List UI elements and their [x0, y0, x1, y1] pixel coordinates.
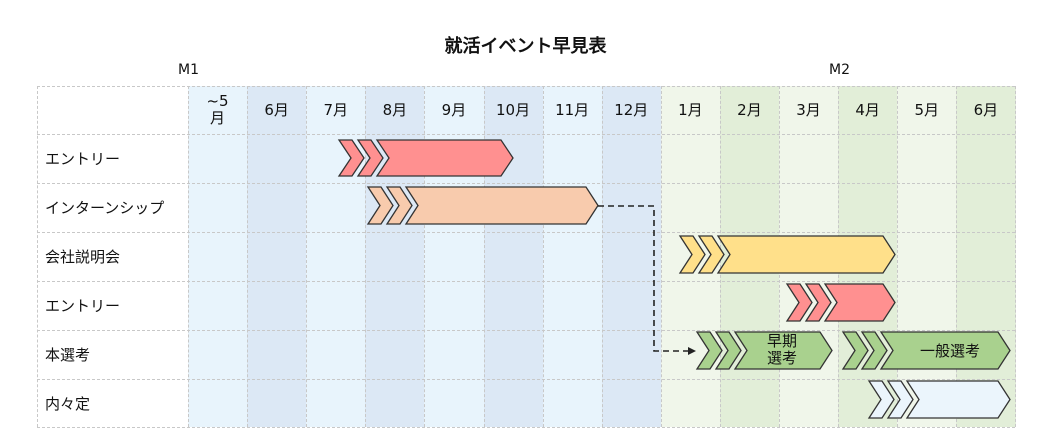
row-divider [37, 232, 1015, 233]
row-divider [37, 427, 1015, 428]
internship-arrow-chevron [366, 186, 394, 225]
chart-title: 就活イベント早見表 [444, 36, 607, 57]
month-header: 6月 [264, 100, 289, 119]
month-header: 8月 [382, 100, 408, 119]
early-selection-arrow-chevron [695, 331, 723, 370]
offer-arrow [905, 380, 1011, 419]
row-label: エントリー [45, 150, 121, 168]
phase-m1: M1 [178, 62, 199, 78]
month-column [601, 86, 662, 427]
entry2-arrow-chevron [804, 283, 832, 322]
row-label: エントリー [45, 297, 121, 315]
month-column [247, 86, 308, 427]
briefing-arrow-chevron [697, 235, 725, 274]
month-header: 9月 [441, 100, 467, 119]
early-selection-arrow-chevron [714, 331, 742, 370]
entry2-arrow [823, 283, 896, 322]
connector-arrowhead [688, 347, 696, 355]
month-column [188, 86, 249, 427]
row-divider [37, 379, 1015, 380]
entry-arrow-chevron [337, 139, 365, 177]
month-header: 2月 [737, 100, 762, 119]
phase-m2: M2 [829, 62, 850, 78]
month-column [306, 86, 367, 427]
row-label: 本選考 [45, 346, 91, 364]
month-column [542, 86, 603, 427]
month-header: 10月 [496, 100, 531, 119]
month-header: 4月 [855, 100, 880, 119]
internship-arrow [404, 186, 599, 225]
month-header: 6月 [973, 100, 999, 119]
briefing-arrow-chevron [678, 235, 706, 274]
row-divider [37, 183, 1015, 184]
month-header: 3月 [796, 100, 821, 119]
row-divider [37, 281, 1015, 282]
month-header: ~5 月 [206, 92, 229, 127]
offer-arrow-chevron [867, 380, 895, 419]
connector-line [598, 205, 688, 352]
entry-arrow [375, 139, 514, 177]
briefing-arrow [716, 235, 896, 274]
early-selection-arrow [733, 331, 833, 370]
month-header: 12月 [614, 100, 649, 119]
row-label: 会社説明会 [45, 248, 121, 266]
general-selection-arrow [879, 331, 1011, 370]
month-header: 7月 [323, 100, 348, 119]
row-label: インターンシップ [45, 199, 165, 217]
month-header: 5月 [914, 100, 939, 119]
label-column [37, 86, 188, 427]
right-border [1015, 86, 1016, 427]
row-label: 内々定 [45, 395, 91, 413]
entry-arrow-chevron [356, 139, 384, 177]
arrow-label-early: 早期 選考 [766, 332, 797, 367]
entry2-arrow-chevron [785, 283, 813, 322]
row-divider [37, 86, 1015, 87]
row-divider [37, 330, 1015, 331]
month-header: 1月 [678, 100, 703, 119]
month-column [956, 86, 1017, 427]
general-selection-arrow-chevron [860, 331, 888, 370]
arrow-label-general: 一般選考 [919, 342, 980, 360]
internship-arrow-chevron [385, 186, 413, 225]
offer-arrow-chevron [886, 380, 914, 419]
general-selection-arrow-chevron [841, 331, 869, 370]
row-divider [37, 134, 1015, 135]
month-column [897, 86, 958, 427]
month-header: 11月 [555, 100, 590, 119]
